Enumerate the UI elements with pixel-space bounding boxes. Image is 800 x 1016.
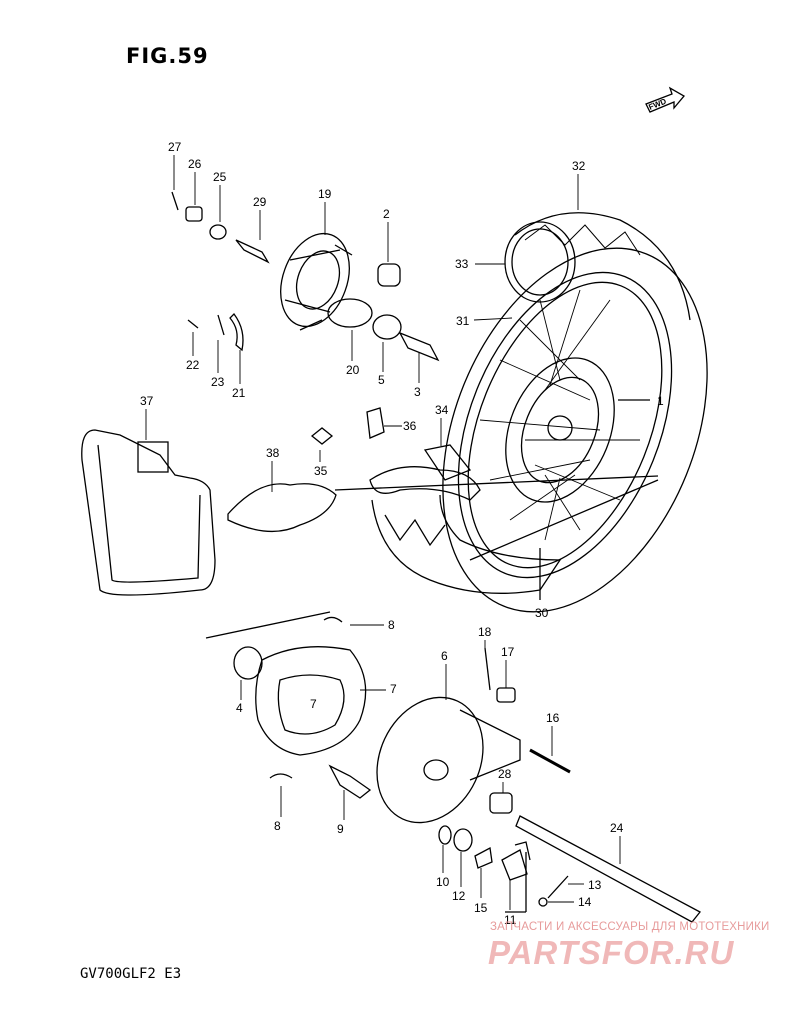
rear-wheel-assembly bbox=[334, 212, 708, 613]
brake-shoe-7 bbox=[255, 646, 367, 756]
bushing-28 bbox=[489, 792, 513, 814]
callout-35: 35 bbox=[314, 464, 328, 478]
spacer-3 bbox=[398, 331, 440, 362]
callout-16: 16 bbox=[546, 711, 560, 725]
washer-10 bbox=[438, 825, 452, 845]
spokes bbox=[479, 289, 640, 541]
bolt-16 bbox=[529, 748, 571, 774]
callout-labels: 27 26 25 29 19 2 32 33 31 22 23 21 20 5 … bbox=[140, 140, 664, 927]
callout-38: 38 bbox=[266, 446, 280, 460]
nut-35 bbox=[310, 427, 334, 445]
tube-33 bbox=[504, 221, 576, 303]
callout-14: 14 bbox=[578, 895, 592, 909]
spring-8b bbox=[269, 773, 293, 779]
washer-25 bbox=[209, 224, 227, 240]
o-ring-20 bbox=[327, 298, 373, 328]
callout-34: 34 bbox=[435, 403, 449, 417]
callout-3: 3 bbox=[414, 385, 421, 399]
callout-37: 37 bbox=[140, 394, 154, 408]
callout-1: 1 bbox=[657, 394, 664, 408]
callout-20: 20 bbox=[346, 363, 360, 377]
hub bbox=[505, 357, 615, 503]
spring-8 bbox=[323, 616, 343, 623]
callout-17: 17 bbox=[501, 645, 515, 659]
circlip-12 bbox=[453, 828, 473, 852]
brake-panel-6 bbox=[376, 696, 484, 824]
callout-18: 18 bbox=[478, 625, 492, 639]
callout-25: 25 bbox=[213, 170, 227, 184]
watermark-tagline: ЗАПЧАСТИ И АКСЕССУАРЫ ДЛЯ МОТОТЕХНИКИ bbox=[490, 921, 770, 933]
spacer-29 bbox=[235, 239, 270, 264]
callout-28: 28 bbox=[498, 767, 512, 781]
bearing-5 bbox=[372, 314, 402, 340]
callout-8a: 8 bbox=[388, 618, 395, 632]
bolt-22 bbox=[187, 319, 199, 329]
callout-31: 31 bbox=[456, 314, 470, 328]
valve-cap-36 bbox=[366, 407, 385, 439]
fwd-arrow-icon: FWD bbox=[645, 86, 685, 113]
part-small-shapes bbox=[171, 191, 440, 445]
sprocket-hub-19 bbox=[280, 232, 353, 331]
callout-29: 29 bbox=[253, 195, 267, 209]
callout-11: 11 bbox=[504, 913, 517, 927]
axle-24 bbox=[515, 815, 701, 923]
callout-2: 2 bbox=[383, 207, 390, 221]
nut-26 bbox=[185, 206, 203, 222]
callout-10: 10 bbox=[436, 875, 450, 889]
watermark-logo: PARTSFOR.RU bbox=[488, 934, 735, 971]
model-code: GV700GLF2 E3 bbox=[80, 966, 182, 982]
bolt-13 bbox=[547, 875, 569, 899]
callout-12: 12 bbox=[452, 889, 466, 903]
callout-7a: 7 bbox=[310, 697, 317, 711]
damper-2 bbox=[377, 263, 401, 287]
rim bbox=[457, 271, 673, 579]
figure-title: FIG.59 bbox=[126, 44, 209, 68]
chain-37 bbox=[81, 429, 216, 596]
washer-23 bbox=[217, 314, 225, 336]
callout-27: 27 bbox=[168, 140, 182, 154]
callout-26: 26 bbox=[188, 157, 202, 171]
callout-24: 24 bbox=[610, 821, 624, 835]
callout-4: 4 bbox=[236, 701, 243, 715]
tire-tread-top bbox=[514, 212, 691, 321]
cam-9 bbox=[328, 764, 372, 799]
callout-15: 15 bbox=[474, 901, 488, 915]
callout-5: 5 bbox=[378, 373, 385, 387]
fwd-label: FWD bbox=[647, 97, 667, 112]
tire-30-section bbox=[369, 466, 481, 501]
nut-14 bbox=[538, 897, 548, 907]
tire-outer bbox=[442, 247, 708, 613]
callout-21: 21 bbox=[232, 386, 246, 400]
cotter-pin-27 bbox=[171, 191, 179, 211]
plate-15 bbox=[474, 846, 493, 869]
nut-17 bbox=[496, 687, 516, 703]
callout-19: 19 bbox=[318, 187, 332, 201]
callout-33: 33 bbox=[455, 257, 469, 271]
cotter-pin-18 bbox=[484, 647, 491, 691]
lock-21 bbox=[229, 313, 244, 352]
callout-23: 23 bbox=[211, 375, 225, 389]
callout-13: 13 bbox=[588, 878, 602, 892]
callout-36: 36 bbox=[403, 419, 417, 433]
callout-32: 32 bbox=[572, 159, 586, 173]
bearing-4 bbox=[233, 646, 263, 680]
callout-7b: 7 bbox=[390, 682, 397, 696]
callout-6: 6 bbox=[441, 649, 448, 663]
callout-22: 22 bbox=[186, 358, 200, 372]
callout-30: 30 bbox=[535, 606, 549, 620]
chain-joint bbox=[137, 441, 169, 473]
adjuster-11 bbox=[501, 849, 528, 881]
flap-38 bbox=[227, 483, 337, 533]
callout-9: 9 bbox=[337, 822, 344, 836]
rim-band-34 bbox=[423, 444, 472, 481]
callout-8b: 8 bbox=[274, 819, 281, 833]
